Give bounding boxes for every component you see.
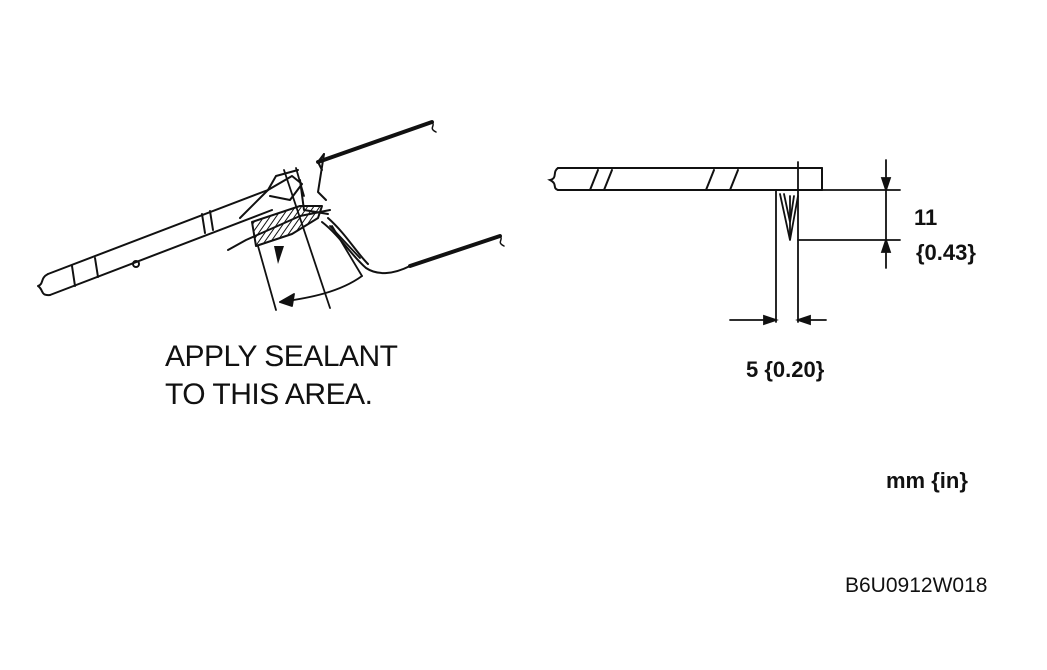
units-label: mm {in} (886, 468, 968, 493)
lower-panel (37, 189, 273, 297)
right-panel (547, 167, 823, 191)
width-dimension-label: 5 {0.20} (746, 357, 825, 382)
bead-dimension-view (547, 159, 901, 326)
height-value-label: 11 (914, 205, 938, 230)
height-dimension (797, 159, 901, 269)
sealant-bead (775, 161, 799, 323)
sealant-width-indicator (257, 167, 363, 311)
upper-flange (316, 120, 437, 201)
height-inch-label: {0.43} (916, 240, 976, 265)
figure-code: B6U0912W018 (845, 574, 988, 597)
sealant-area (251, 205, 323, 247)
sealant-note-line1: APPLY SEALANT (165, 340, 398, 373)
lower-flange (321, 217, 505, 274)
sealant-section-view (37, 120, 505, 311)
width-dimension (729, 314, 827, 326)
sealant-note-line2: TO THIS AREA. (165, 378, 373, 411)
